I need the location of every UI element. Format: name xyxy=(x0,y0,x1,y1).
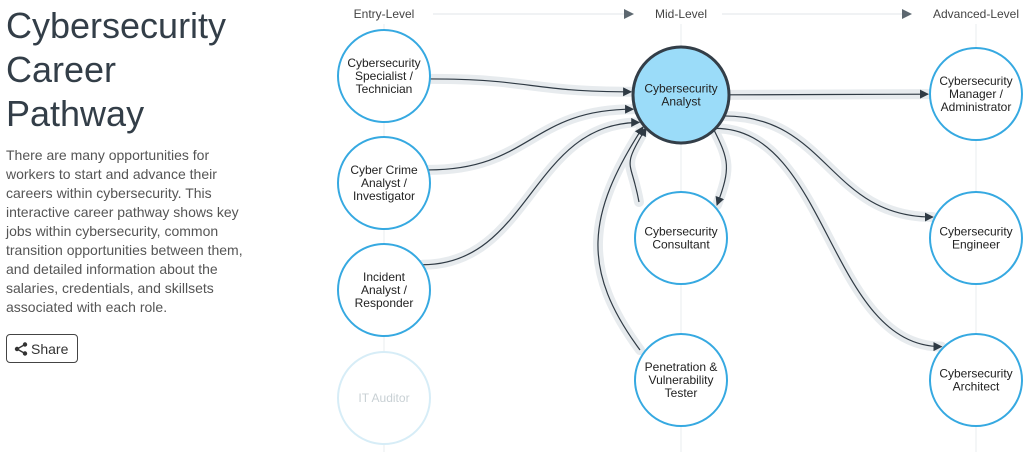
edge-analyst-to-architect[interactable] xyxy=(715,127,943,352)
stage-header: Entry-Level Mid-Level Advanced-Level xyxy=(354,7,1019,21)
page-title: Cybersecurity Career Pathway xyxy=(6,4,261,136)
edge-halo-analyst-to-consultant xyxy=(709,125,732,210)
edge-analyst-to-manager[interactable] xyxy=(728,89,929,99)
edge-pentester-to-analyst[interactable] xyxy=(597,126,644,351)
edge-consultant-to-analyst[interactable] xyxy=(629,127,647,203)
stage-label-mid: Mid-Level xyxy=(655,7,707,21)
title-line: Cybersecurity xyxy=(6,5,227,46)
title-line: Pathway xyxy=(6,93,145,134)
node-label: Specialist / xyxy=(355,69,414,83)
share-icon xyxy=(14,341,28,356)
stage-arrow-icon xyxy=(624,9,634,19)
node-circle xyxy=(634,191,728,285)
edge-analyst-to-consultant[interactable] xyxy=(713,129,727,206)
node-label: Cybersecurity xyxy=(939,225,1012,239)
node-label: Cyber Crime xyxy=(350,163,418,177)
edge-incident-to-analyst[interactable] xyxy=(422,117,641,266)
node-it-auditor[interactable]: IT Auditor xyxy=(337,351,431,445)
node-label: Cybersecurity xyxy=(939,367,1012,381)
node-circle xyxy=(634,333,728,427)
intro-description: There are many opportunities for workers… xyxy=(6,147,243,315)
node-circle xyxy=(337,351,431,445)
node-label: Cybersecurity xyxy=(347,56,420,70)
edge-crime-to-analyst[interactable] xyxy=(428,104,635,171)
stage-label-advanced: Advanced-Level xyxy=(933,7,1019,21)
node-label: Consultant xyxy=(652,238,710,252)
node-label: Cybersecurity xyxy=(939,74,1012,88)
edge-specialist-to-analyst[interactable] xyxy=(429,78,633,97)
node-label: Administrator xyxy=(941,100,1012,114)
node-label: Tester xyxy=(665,386,698,400)
node-circle xyxy=(337,136,431,230)
node-circle xyxy=(929,47,1023,141)
node-circle xyxy=(337,29,431,123)
node-circle xyxy=(929,333,1023,427)
node-circle xyxy=(631,45,731,145)
node-label: Manager / xyxy=(949,87,1004,101)
share-button[interactable]: Share xyxy=(6,334,79,363)
node-label: Cybersecurity xyxy=(644,82,717,96)
node-label: Vulnerability xyxy=(649,373,714,387)
node-label: Engineer xyxy=(952,238,1000,252)
stage-arrow-icon xyxy=(902,9,912,19)
node-label: IT Auditor xyxy=(358,391,409,405)
node-label: Investigator xyxy=(353,189,415,203)
node-label: Technician xyxy=(356,82,413,96)
edges xyxy=(422,78,943,352)
node-label: Analyst / xyxy=(361,283,408,297)
node-label: Cybersecurity xyxy=(644,225,717,239)
node-circle xyxy=(337,243,431,337)
title-line: Career xyxy=(6,49,117,90)
edge-analyst-to-engineer[interactable] xyxy=(724,115,934,222)
node-label: Incident xyxy=(363,270,406,284)
stage-label-entry: Entry-Level xyxy=(354,7,415,21)
node-circle xyxy=(929,191,1023,285)
node-label: Architect xyxy=(953,380,1000,394)
node-label: Analyst / xyxy=(361,176,408,190)
node-label: Analyst xyxy=(661,95,701,109)
intro-panel: Cybersecurity Career Pathway There are m… xyxy=(6,4,261,317)
share-label: Share xyxy=(31,340,69,357)
node-label: Penetration & xyxy=(645,360,718,374)
node-label: Responder xyxy=(355,296,414,310)
